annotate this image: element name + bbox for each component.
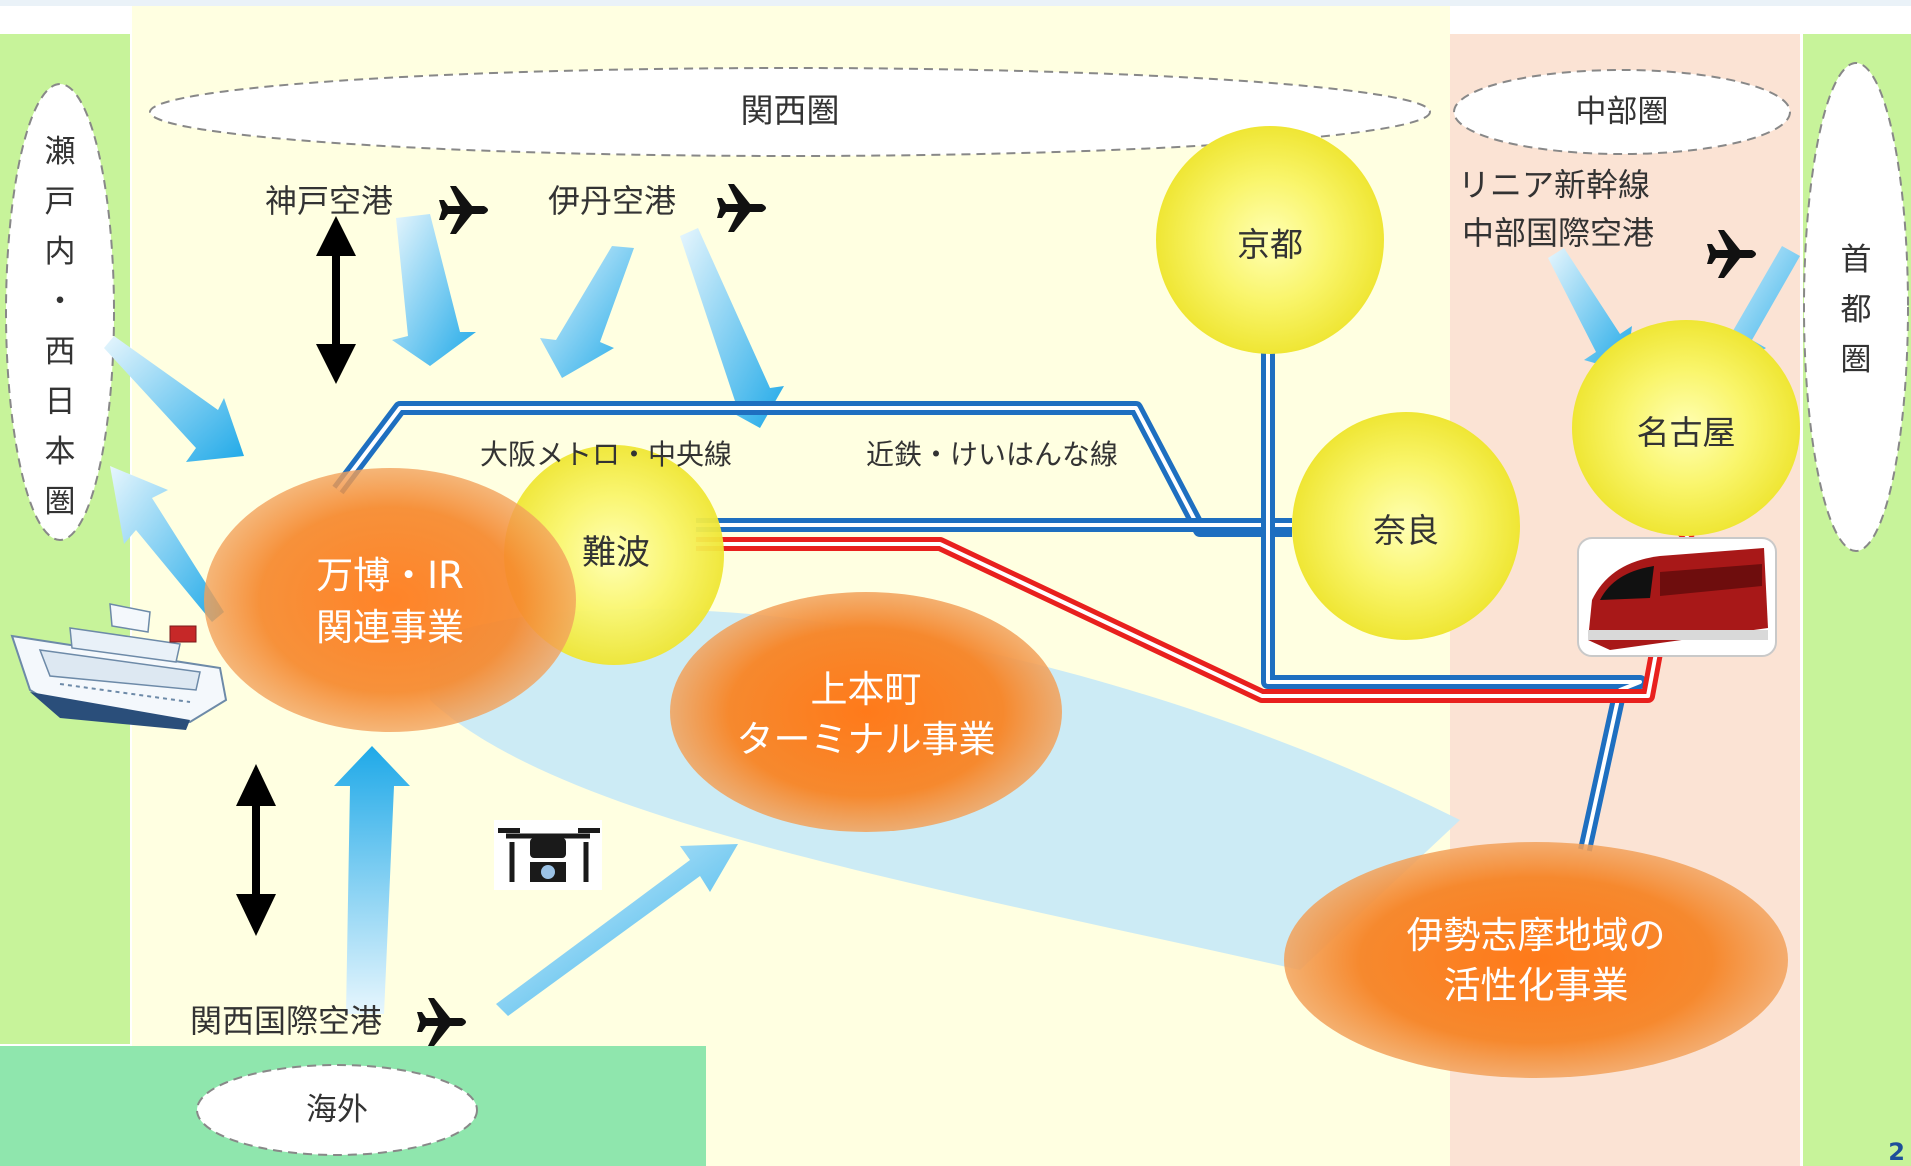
uehonmachi-label-1: 上本町	[811, 668, 922, 711]
kansai-region-label: 関西圏	[741, 91, 840, 130]
kaigai-expo-double-arrow	[236, 764, 276, 936]
ise-shima-label-1: 伊勢志摩地域の	[1407, 914, 1666, 957]
kyoto-line	[1261, 318, 1647, 852]
itami-arrow-2	[680, 228, 784, 428]
setouchi-region-ellipse	[5, 83, 115, 541]
chubu-arrow-1	[1548, 248, 1632, 372]
kintetsu-red-line	[696, 537, 1671, 703]
drone-icon	[494, 820, 602, 890]
expo-ir-label-1: 万博・IR	[316, 554, 464, 597]
kobe-airport-arrow	[392, 214, 476, 366]
shuto-vert-char: 圏	[1841, 342, 1872, 378]
uehonmachi-label-2: ターミナル事業	[737, 718, 996, 761]
kansai-intl-arrow-diag	[496, 844, 738, 1016]
kaigai-region-ellipse	[196, 1064, 478, 1156]
setouchi-vert-char: 圏	[45, 484, 76, 520]
cruise-ship-icon	[10, 603, 228, 730]
setouchi-vert-char: 本	[45, 434, 76, 470]
shuto-region-label: 首都圏	[1841, 242, 1872, 378]
setouchi-vert-char: 内	[45, 234, 76, 270]
kyoto-label: 京都	[1237, 225, 1303, 264]
expo-ir-label-2: 関連事業	[316, 606, 464, 649]
train-icon	[1577, 537, 1777, 657]
setouchi-vert-char: ・	[45, 284, 76, 320]
shuto-vert-char: 都	[1841, 292, 1872, 328]
ise-shima-label-2: 活性化事業	[1444, 964, 1629, 1007]
chubu-intl-airport-label: 中部国際空港	[1462, 214, 1654, 252]
keihanna-line-label: 近鉄・けいはんな線	[866, 438, 1118, 471]
itami-airport-label: 伊丹空港	[548, 182, 676, 220]
kyoto-bubble	[1156, 126, 1384, 354]
shuto-vert-char: 首	[1841, 242, 1872, 278]
page-number: 2	[1888, 1138, 1905, 1166]
linear-shinkansen-label: リニア新幹線	[1458, 166, 1650, 204]
itami-arrow-1	[540, 246, 634, 378]
setouchi-vert-char: 戸	[45, 184, 76, 220]
setouchi-arrow-1	[104, 336, 244, 462]
namba-label: 難波	[582, 533, 650, 573]
nara-bubble	[1292, 412, 1520, 640]
chubu-region-ellipse	[1453, 69, 1791, 155]
nara-label: 奈良	[1373, 511, 1439, 550]
kansai-intl-airport-label: 関西国際空港	[190, 1002, 382, 1040]
setouchi-vert-char: 西	[45, 334, 76, 370]
kansai-region-ellipse	[149, 67, 1431, 157]
nagoya-label: 名古屋	[1637, 413, 1736, 452]
uehonmachi-project	[670, 592, 1062, 832]
nagoya-bubble	[1572, 320, 1800, 536]
setouchi-vert-char: 日	[45, 384, 76, 420]
kobe-expo-double-arrow	[316, 216, 356, 384]
shuto-region-ellipse	[1803, 62, 1909, 552]
kaigai-region-label: 海外	[306, 1092, 368, 1128]
setouchi-arrow-2	[110, 466, 224, 622]
ise-shima-project	[1284, 842, 1788, 1078]
chuo-line-label: 大阪メトロ・中央線	[480, 438, 732, 471]
setouchi-vert-char: 瀬	[45, 134, 76, 170]
chubu-region-label: 中部圏	[1576, 94, 1669, 130]
kansai-intl-arrow-up	[334, 746, 410, 1014]
kobe-airport-label: 神戸空港	[265, 182, 393, 220]
expo-ir-project	[204, 468, 576, 732]
